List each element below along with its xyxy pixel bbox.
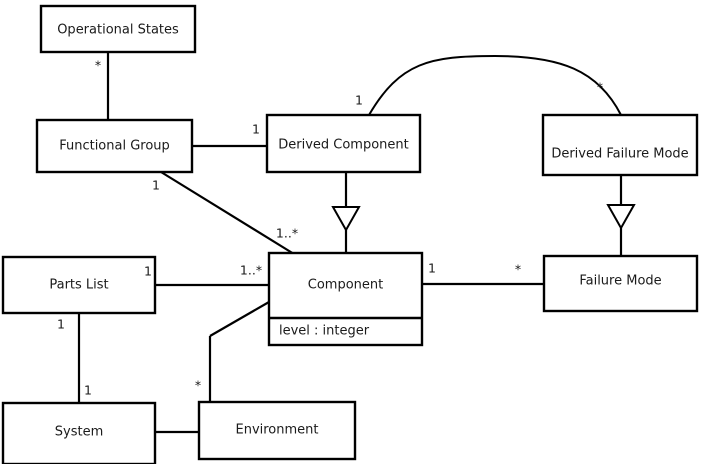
link-derived-component-derived-failure-mode xyxy=(368,54,622,116)
multiplicity-parts-list-system-top-one: 1 xyxy=(57,317,65,332)
multiplicity-component-left-one-star: 1..* xyxy=(240,263,262,278)
class-name-system: System xyxy=(55,425,103,440)
class-rect-component xyxy=(267,251,424,347)
class-rect-derived-component xyxy=(265,113,422,174)
generalization-triangle-derived-component xyxy=(331,206,361,233)
multiplicity-functional-group-diagonal-one: 1 xyxy=(152,178,160,193)
multiplicity-arc-one: 1 xyxy=(355,93,363,108)
class-rect-parts-list xyxy=(1,255,157,315)
class-name-functional-group: Functional Group xyxy=(59,139,170,154)
generalization-triangle-derived-failure-mode xyxy=(606,204,636,231)
class-box-derived-component[interactable]: Derived Component xyxy=(265,113,422,174)
multiplicity-parts-list-one: 1 xyxy=(144,264,152,279)
class-box-operational-states[interactable]: Operational States xyxy=(39,4,197,54)
class-rect-failure-mode xyxy=(542,254,699,313)
class-rect-environment xyxy=(197,400,357,461)
class-box-component[interactable]: Component level : integer xyxy=(267,251,424,347)
class-box-environment[interactable]: Environment xyxy=(197,400,357,461)
class-name-environment: Environment xyxy=(235,423,318,438)
multiplicity-failure-mode-star: * xyxy=(515,262,521,277)
class-rect-derived-failure-mode xyxy=(541,113,699,177)
class-box-parts-list[interactable]: Parts List xyxy=(1,255,157,315)
class-name-component: Component xyxy=(308,278,383,293)
multiplicity-component-diagonal-one-star: 1..* xyxy=(276,226,298,241)
link-environment-component-diagonal xyxy=(209,301,270,337)
class-name-derived-failure-mode: Derived Failure Mode xyxy=(551,147,688,162)
multiplicity-arc-star: * xyxy=(597,80,603,95)
class-box-system[interactable]: System xyxy=(1,401,157,464)
class-box-failure-mode[interactable]: Failure Mode xyxy=(542,254,699,313)
class-rect-system xyxy=(1,401,157,464)
class-attribute-component-level: level : integer xyxy=(279,324,370,339)
link-functional-group-component xyxy=(160,171,295,255)
class-box-functional-group[interactable]: Functional Group xyxy=(35,118,194,174)
class-name-derived-component: Derived Component xyxy=(278,138,409,153)
class-box-derived-failure-mode[interactable]: Derived Failure Mode xyxy=(541,113,699,177)
class-name-operational-states: Operational States xyxy=(57,23,179,38)
multiplicity-component-right-one: 1 xyxy=(428,261,436,276)
multiplicity-derived-component-one: 1 xyxy=(252,122,260,137)
class-rect-operational-states xyxy=(39,4,197,54)
multiplicity-parts-list-system-bottom-one: 1 xyxy=(84,383,92,398)
class-name-parts-list: Parts List xyxy=(49,278,108,293)
class-name-failure-mode: Failure Mode xyxy=(579,274,661,289)
multiplicity-environment-star: * xyxy=(195,378,201,393)
multiplicity-operational-states-star: * xyxy=(95,58,101,73)
class-rect-functional-group xyxy=(35,118,194,174)
